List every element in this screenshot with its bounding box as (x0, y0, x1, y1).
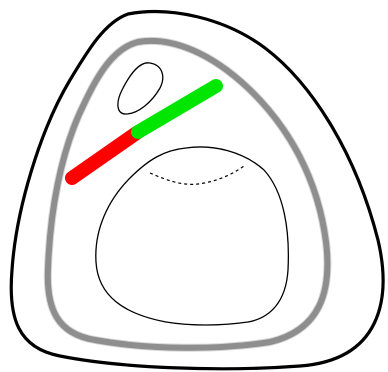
diagram (0, 0, 388, 372)
